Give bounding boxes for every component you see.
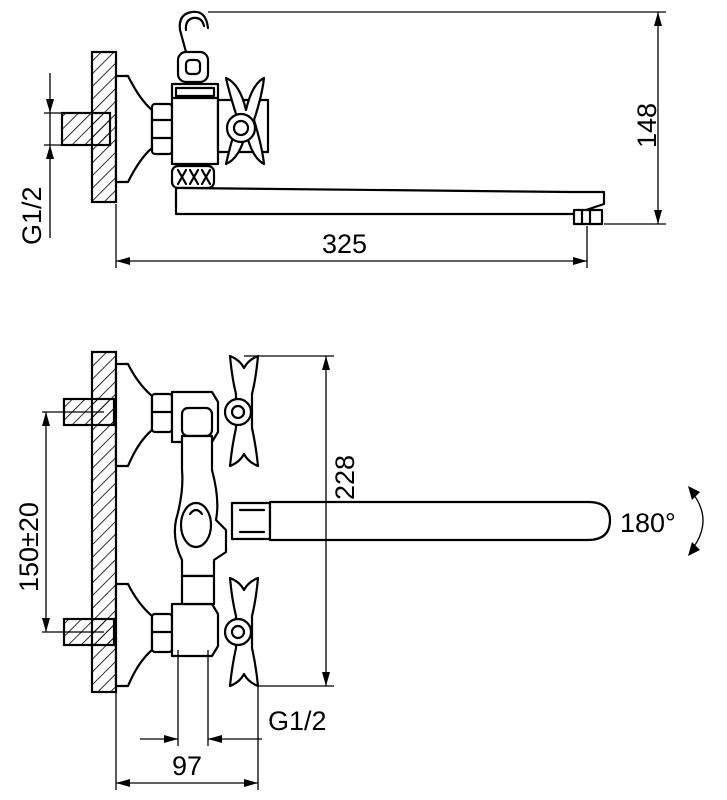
- shower-holder-hook: [178, 10, 210, 54]
- front-spout: [268, 500, 612, 542]
- top-spout: [174, 186, 606, 216]
- top-thread-label: G1/2: [17, 186, 47, 245]
- front-height-label: 228: [330, 455, 360, 500]
- top-inlet-pipe: [60, 111, 112, 147]
- front-depth-label: 97: [172, 751, 202, 781]
- top-width-label: 325: [322, 229, 367, 259]
- front-view: 150±20 228 180° G1/2 97: [14, 350, 704, 790]
- front-thread-label: G1/2: [268, 706, 327, 736]
- front-lower-flange: [114, 582, 154, 688]
- front-upper-flange: [114, 362, 154, 468]
- front-spout-collar: [230, 501, 272, 541]
- top-aerator: [572, 208, 604, 226]
- front-diverter-knob: [179, 501, 213, 549]
- front-spacing-label: 150±20: [14, 502, 44, 592]
- top-handle-cap: [225, 112, 257, 144]
- front-lower-valve: [170, 602, 220, 658]
- top-view: G1/2 325 148: [17, 10, 666, 268]
- top-hex-nut: [150, 102, 174, 156]
- front-rotation-label: 180°: [620, 508, 676, 538]
- front-upper-handle-cap: [223, 397, 253, 427]
- top-wall-flange: [114, 74, 154, 184]
- front-lower-handle-cap: [223, 617, 253, 647]
- top-height-label: 148: [632, 103, 662, 148]
